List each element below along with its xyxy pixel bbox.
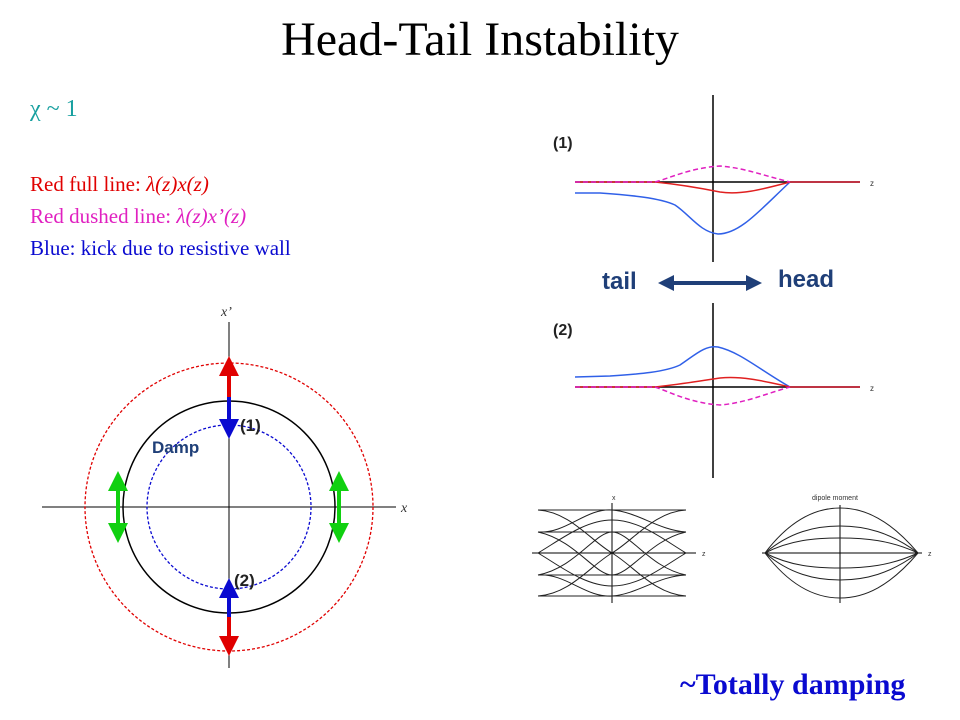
- tail-label: tail: [602, 268, 637, 295]
- wave2-panel-label: (2): [553, 322, 573, 339]
- legend-blue: Blue: kick due to resistive wall: [30, 236, 291, 260]
- wave2-z-label: z: [870, 384, 874, 393]
- point2-label: (2): [234, 571, 255, 590]
- wave1-red-dashed: [575, 165, 791, 183]
- mini-plot-x-title: x: [612, 495, 616, 502]
- legend-red-dashed: Red dushed line: λ(z)x’(z): [30, 204, 246, 229]
- mini-plot-x: x z: [532, 495, 706, 603]
- wave2-blue-kick: [574, 346, 860, 388]
- wave2-red-full: [575, 376, 860, 388]
- wave1-blue-kick: [575, 181, 860, 235]
- legend-red-dashed-formula: λ(z)x’(z): [176, 204, 247, 228]
- conclusion-text: ~Totally damping: [680, 668, 906, 701]
- phase-y-axis-label: x’: [220, 305, 232, 320]
- slide-title: Head-Tail Instability: [281, 13, 679, 66]
- wave1-z-label: z: [870, 179, 874, 188]
- legend-red-full-prefix: Red full line:: [30, 172, 147, 196]
- damp-label: Damp: [152, 438, 199, 457]
- wave1-red-full: [575, 181, 860, 194]
- chi-label: χ ~ 1: [30, 96, 78, 122]
- mini-plot-x-z-label: z: [702, 551, 706, 558]
- legend-red-dashed-prefix: Red dushed line:: [30, 204, 177, 228]
- wave1-panel-label: (1): [553, 135, 573, 152]
- head-label: head: [778, 266, 835, 293]
- mini-plot-dipole: dipole moment z: [762, 495, 932, 603]
- mini-plot-dipole-title: dipole moment: [812, 495, 858, 502]
- point1-label: (1): [240, 416, 261, 435]
- mini-plot-dipole-z-label: z: [928, 551, 932, 558]
- legend-red-full-formula: λ(z)x(z): [146, 172, 209, 196]
- legend-red-full: Red full line: λ(z)x(z): [30, 172, 209, 197]
- wave2-red-dashed: [575, 386, 791, 406]
- phase-x-axis-label: x: [400, 501, 408, 516]
